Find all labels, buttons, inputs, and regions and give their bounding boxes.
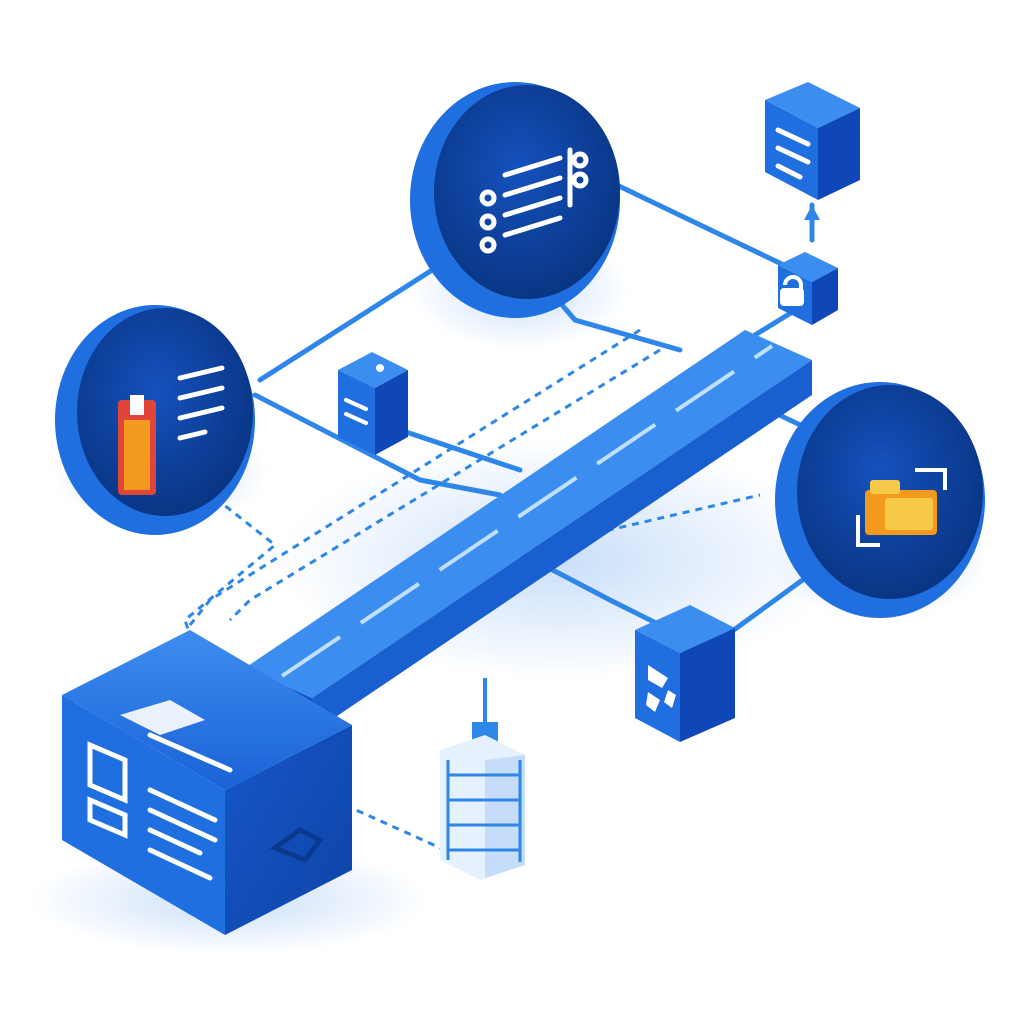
arrow-icon (269, 827, 324, 864)
connector-leftdisk-server (183, 488, 278, 636)
connector-leftdisk-topdisk (257, 262, 443, 383)
connector-bus-right (479, 493, 761, 562)
antenna-tower-icon (446, 760, 522, 862)
connector-topdisk-lock (595, 173, 793, 271)
top-disk[interactable] (410, 82, 620, 318)
padlock-icon (780, 275, 804, 306)
folder-icon (856, 468, 947, 547)
right-disk[interactable] (775, 382, 985, 618)
chat-message-icon (775, 127, 811, 180)
antenna-tower[interactable] (440, 678, 525, 880)
chat-cube[interactable] (765, 82, 860, 200)
connector-server-antenna (344, 803, 446, 852)
connector-leftdisk-bus (252, 392, 503, 498)
left-disk[interactable] (55, 305, 255, 535)
storage-cube-icon (344, 364, 384, 425)
middle-cube[interactable] (338, 352, 408, 455)
server-rack-icon (87, 700, 233, 881)
dashed-connectors (183, 328, 761, 852)
switch-cube[interactable] (635, 605, 735, 742)
main-server[interactable] (62, 630, 352, 935)
connector-topdisk-bus-2 (228, 348, 661, 622)
shuffle-icon (646, 665, 676, 712)
connector-middle-cube (397, 427, 523, 473)
arrow-up-icon (804, 205, 820, 220)
list-menu-icon (479, 147, 589, 254)
document-list-icon (118, 365, 225, 495)
lock-node[interactable] (778, 205, 838, 325)
